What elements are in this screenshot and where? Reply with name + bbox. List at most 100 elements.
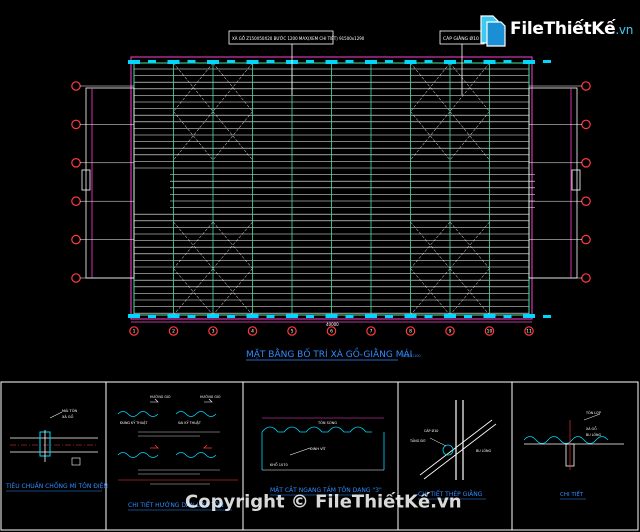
grid-bubble-bottom-label: 5 — [291, 329, 294, 335]
detail-1-label-1: MÁI TÔN — [62, 408, 77, 413]
grid-bubble-bottom — [484, 326, 495, 336]
grid-bubble-bottom — [287, 326, 297, 336]
purlin-marker-top — [543, 60, 551, 63]
plan-title: MẶT BẰNG BỐ TRÍ XÀ GỒ-GIẰNG MÁI — [246, 347, 412, 360]
bracing-line — [212, 221, 253, 269]
grid-bubble-bottom — [129, 326, 139, 336]
column-marker-top — [404, 60, 417, 64]
grid-bubbles: 1234567891011ABCDEFABCDEF — [71, 0, 591, 336]
grid-bubble-right-label: F — [585, 0, 588, 2]
bracing-line — [410, 62, 451, 112]
site-logo[interactable]: FileThiếtKế.vn — [478, 8, 633, 50]
bracing-line — [449, 111, 490, 161]
bracing-line — [173, 62, 214, 112]
detail-3-label-1: TÔN SÓNG — [317, 420, 337, 425]
grid-bubble-left-label: A — [74, 0, 78, 2]
detail-5-label-1: TÔN LỢP — [585, 410, 601, 415]
detail-4-drawing: CÁP Ø10 TĂNG ĐƠ BU LÔNG CHI TIẾT THÉP GI… — [409, 400, 497, 500]
grid-bubble-bottom-label: 4 — [251, 329, 254, 335]
purlin-marker-top — [227, 60, 235, 63]
grid-bubble-bottom — [405, 326, 416, 336]
column-marker-bottom — [523, 314, 535, 318]
column-marker-bottom — [365, 314, 377, 318]
purlin-marker-bottom — [503, 315, 512, 318]
column-marker-top — [444, 60, 456, 64]
bracing-line — [173, 221, 214, 269]
bracing-line — [410, 268, 451, 316]
bracing-line — [449, 111, 490, 161]
column-marker-top — [523, 60, 535, 64]
detail-1-label-2: XÀ GỒ — [62, 414, 74, 419]
bracing-line — [449, 62, 490, 112]
bracing-line — [173, 62, 214, 112]
grid-bubble-bottom — [366, 326, 376, 336]
grid-bubble-bottom-label: 6 — [330, 329, 333, 335]
column-marker-top — [167, 60, 180, 64]
column-marker-top — [207, 60, 219, 64]
purlin-marker-bottom — [187, 315, 196, 318]
copyright-text: Copyright © FileThiếtKế.vn — [185, 491, 462, 513]
detail-5-label-3: BU LÔNG — [586, 432, 602, 437]
grid-bubble-left-label: D — [74, 0, 78, 2]
roof-plan: XÀ GỒ Z150X50X20 BƯỚC 1200 MAX(XEM CHI T… — [71, 0, 591, 361]
detail-1-caption: TIÊU CHUẨN CHỐNG MÍ TÔN ĐIỆN — [5, 482, 108, 490]
grid-bubble-bottom — [445, 326, 455, 336]
purlin-marker-bottom — [306, 315, 314, 318]
grid-bubble-bottom-label: 3 — [212, 329, 215, 335]
detail-3-caption: MẶT CẮT NGANG TẤM TÔN DẠNG "3" — [270, 486, 382, 494]
bracing-line — [449, 62, 490, 112]
purlin-marker-bottom — [385, 315, 393, 318]
column-marker-bottom — [167, 314, 180, 318]
grid-bubble-bottom-label: 11 — [526, 329, 532, 335]
grid-bubble-bottom — [247, 326, 258, 336]
detail-5-drawing: TÔN LỢP XÀ GỒ BU LÔNG CHI TIẾT — [523, 410, 624, 500]
column-marker-bottom — [444, 314, 456, 318]
grid-bubble-bottom-label: 2 — [172, 329, 175, 335]
grid-bubble-right-label: D — [584, 0, 588, 2]
column-marker-top — [365, 60, 377, 64]
bracing-crosses — [173, 62, 490, 316]
bracing-line — [449, 221, 490, 269]
grid-bubble-right-label: C — [584, 0, 587, 2]
site-logo-domain: .vn — [615, 23, 634, 37]
plan-dimension-text: 40000 — [326, 322, 339, 327]
grid-bubble-bottom-label: 9 — [449, 329, 452, 335]
bracing-line — [173, 268, 214, 316]
column-marker-bottom — [483, 314, 496, 318]
detail-5-caption: CHI TIẾT — [560, 490, 584, 498]
bracing-line — [212, 221, 253, 269]
bracing-line — [410, 268, 451, 316]
grid-bubble-bottom-label: 7 — [370, 329, 373, 335]
column-marker-bottom — [246, 314, 259, 318]
column-marker-bottom — [207, 314, 219, 318]
detail-2-label-3: ĐÚNG KỸ THUẬT — [120, 420, 148, 425]
purlin-marker-top — [266, 60, 275, 63]
bracing-line — [212, 268, 253, 316]
grid-bubble-right-label: E — [585, 0, 588, 2]
grid-bubble-right-label: B — [584, 0, 587, 2]
cable-callout-text: CÁP GIẰNG Ø10 — [443, 34, 479, 42]
bracing-line — [212, 111, 253, 161]
purlin-marker-bottom — [464, 315, 472, 318]
bracing-line — [173, 111, 214, 161]
bracing-line — [212, 111, 253, 161]
bracing-line — [212, 62, 253, 112]
detail-5-label-2: XÀ GỒ — [586, 426, 597, 431]
detail-1-drawing: MÁI TÔN XÀ GỒ TIÊU CHUẨN CHỐNG MÍ TÔN ĐI… — [5, 408, 108, 492]
purlin-marker-top — [464, 60, 472, 63]
grid-bubble-bottom-label: 1 — [133, 329, 136, 335]
bracing-line — [410, 111, 451, 161]
detail-4-caption: CHI TIẾT THÉP GIẰNG — [418, 490, 483, 498]
purlin-marker-top — [503, 60, 512, 63]
purlin-callout-box — [228, 30, 334, 45]
grid-bubble-left-label: C — [74, 0, 77, 2]
detail-2-drawing: HƯỚNG GIÓ HƯỚNG GIÓ ĐÚNG KỸ THUẬT SAI KỸ… — [117, 394, 238, 511]
column-marker-top — [483, 60, 496, 64]
grid-bubble-bottom — [524, 326, 534, 336]
copyright-watermark: Copyright © FileThiếtKế.vn — [185, 491, 485, 521]
column-grid — [128, 60, 551, 318]
purlin-marker-bottom — [345, 315, 354, 318]
bracing-line — [173, 268, 214, 316]
detail-panel: MÁI TÔN XÀ GỒ TIÊU CHUẨN CHỐNG MÍ TÔN ĐI… — [0, 381, 639, 531]
